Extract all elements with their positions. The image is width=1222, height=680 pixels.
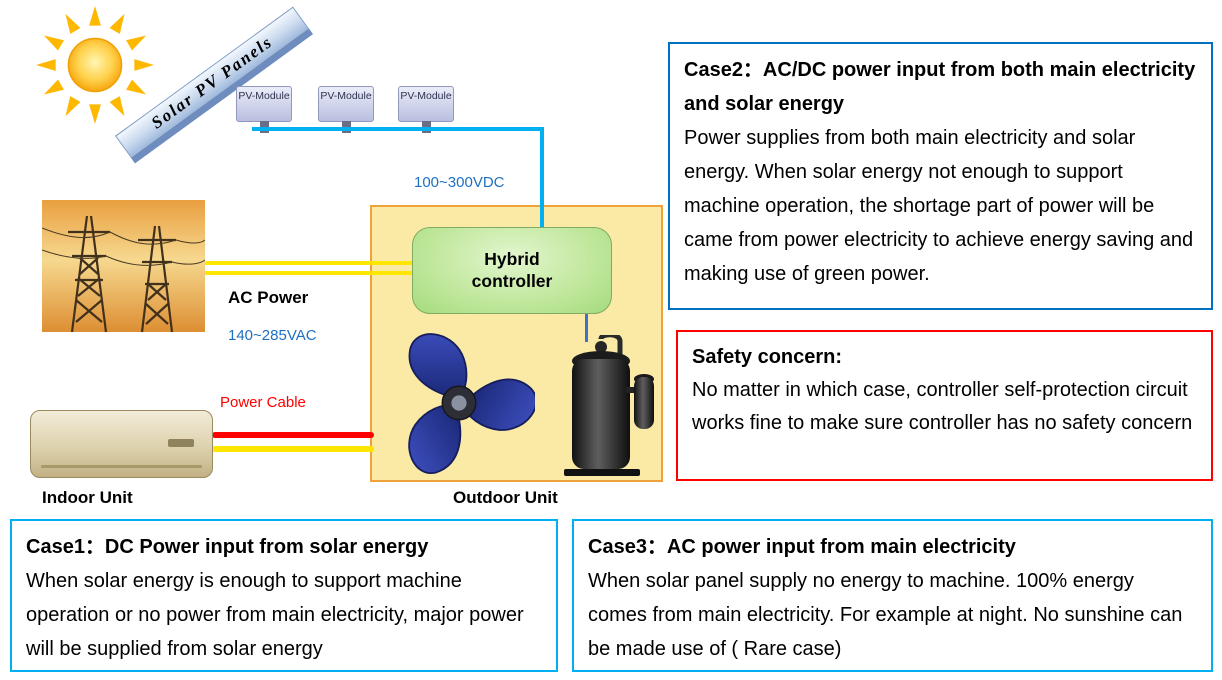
outdoor-unit-label: Outdoor Unit xyxy=(453,488,558,507)
indoor-unit-vent xyxy=(41,465,202,468)
ac-power-line-2 xyxy=(205,271,417,275)
pv-module-label: PV-Module xyxy=(236,86,292,122)
case2-box: Case2：AC/DC power input from both main e… xyxy=(668,42,1213,310)
power-towers-image xyxy=(42,200,205,332)
indoor-unit-display xyxy=(168,439,194,447)
controller-to-compressor-line xyxy=(585,312,588,342)
safety-concern-box: Safety concern: No matter in which case,… xyxy=(676,330,1213,481)
case3-title: Case3：AC power input from main electrici… xyxy=(588,536,1016,558)
ac-voltage-label: 140~285VAC xyxy=(228,327,317,344)
ac-power-line-1 xyxy=(205,261,417,265)
case1-box: Case1：DC Power input from solar energy W… xyxy=(10,519,558,672)
power-cable-red xyxy=(212,432,374,438)
case2-body: Power supplies from both main electricit… xyxy=(684,127,1194,285)
power-cable-label: Power Cable xyxy=(220,394,306,411)
indoor-unit-image xyxy=(30,410,213,478)
power-cable-yellow xyxy=(212,446,374,452)
indoor-unit-label: Indoor Unit xyxy=(42,488,133,507)
dc-power-line-vertical xyxy=(540,127,544,229)
hybrid-controller-label-line2: controller xyxy=(471,270,553,291)
dc-power-line-horizontal xyxy=(252,127,544,131)
pv-module-3: PV-Module xyxy=(398,86,454,134)
case3-box: Case3：AC power input from main electrici… xyxy=(572,519,1213,672)
hybrid-controller-box: Hybrid controller xyxy=(412,227,612,314)
case2-title: Case2：AC/DC power input from both main e… xyxy=(684,59,1196,115)
safety-body: No matter in which case, controller self… xyxy=(692,379,1193,434)
pv-module-label: PV-Module xyxy=(398,86,454,122)
compressor-icon xyxy=(564,335,654,476)
case1-body: When solar energy is enough to support m… xyxy=(26,570,524,660)
hybrid-controller-label-line1: Hybrid xyxy=(484,248,540,269)
case3-body: When solar panel supply no energy to mac… xyxy=(588,570,1183,660)
dc-voltage-label: 100~300VDC xyxy=(414,174,505,191)
fan-icon xyxy=(408,333,535,474)
pv-module-label: PV-Module xyxy=(318,86,374,122)
safety-title: Safety concern: xyxy=(692,346,843,368)
ac-power-label: AC Power xyxy=(228,288,309,307)
case1-title: Case1：DC Power input from solar energy xyxy=(26,536,429,558)
sun-icon xyxy=(36,6,154,124)
